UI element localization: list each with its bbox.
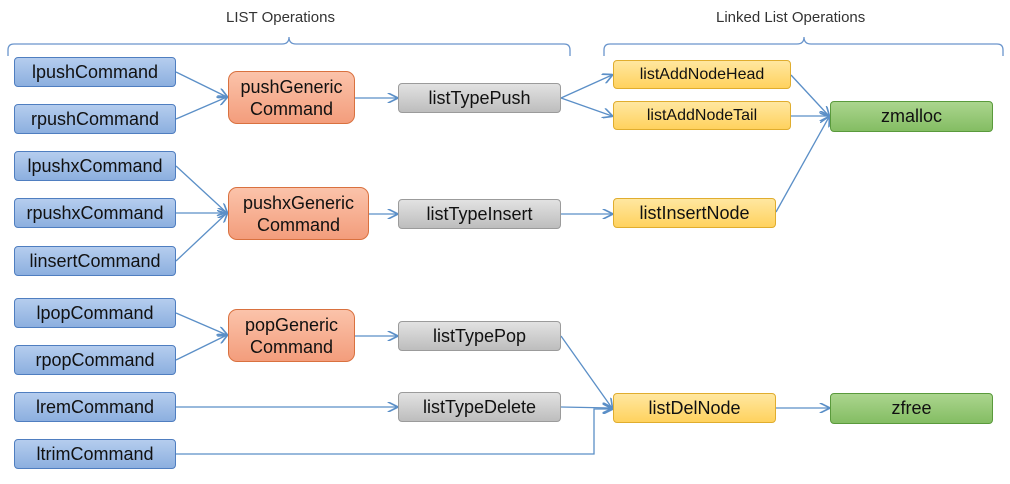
edge-lpushCommand-to-pushGenericCommand	[175, 71, 227, 97]
listTypeInsert-node: listTypeInsert	[398, 199, 561, 229]
list-operations-label: LIST Operations	[226, 9, 335, 26]
listInsertNode-node: listInsertNode	[613, 198, 776, 228]
edge-listTypeDelete-to-listDelNode	[560, 407, 612, 408]
listTypePop-node: listTypePop	[398, 321, 561, 351]
linsertCommand-node: linsertCommand	[14, 246, 176, 276]
edge-linsertCommand-to-pushxGenericCommand	[175, 213, 227, 262]
edge-layer	[175, 71, 829, 455]
edge-rpopCommand-to-popGenericCommand	[175, 335, 227, 361]
edge-listAddNodeHead-to-zmalloc	[790, 74, 829, 116]
listAddNodeTail-node: listAddNodeTail	[613, 101, 791, 130]
rpushxCommand-node: rpushxCommand	[14, 198, 176, 228]
rpopCommand-node: rpopCommand	[14, 345, 176, 375]
ltrimCommand-node: ltrimCommand	[14, 439, 176, 469]
listDelNode-node: listDelNode	[613, 393, 776, 423]
edge-lpopCommand-to-popGenericCommand	[175, 312, 227, 335]
edge-listTypePop-to-listDelNode	[560, 335, 612, 408]
lpushCommand-node: lpushCommand	[14, 57, 176, 87]
lpopCommand-node: lpopCommand	[14, 298, 176, 328]
edge-listInsertNode-to-zmalloc	[775, 117, 829, 213]
rpushCommand-node: rpushCommand	[14, 104, 176, 134]
listTypeDelete-node: listTypeDelete	[398, 392, 561, 422]
edge-lpushxCommand-to-pushxGenericCommand	[175, 165, 227, 213]
zmalloc-node: zmalloc	[830, 101, 993, 132]
popGenericCommand-node: popGeneric Command	[228, 309, 355, 362]
edge-listTypePush-to-listAddNodeHead	[560, 75, 612, 99]
listTypePush-node: listTypePush	[398, 83, 561, 113]
list-operations-brace	[7, 36, 571, 56]
edge-rpushCommand-to-pushGenericCommand	[175, 97, 227, 120]
linked-list-operations-brace	[603, 36, 1004, 56]
listAddNodeHead-node: listAddNodeHead	[613, 60, 791, 89]
edge-listTypePush-to-listAddNodeTail	[560, 97, 612, 116]
pushGenericCommand-node: pushGeneric Command	[228, 71, 355, 124]
zfree-node: zfree	[830, 393, 993, 424]
edge-ltrimCommand-to-listDelNode	[176, 409, 612, 455]
pushxGenericCommand-node: pushxGeneric Command	[228, 187, 369, 240]
linked-list-operations-label: Linked List Operations	[716, 9, 866, 26]
lpushxCommand-node: lpushxCommand	[14, 151, 176, 181]
lremCommand-node: lremCommand	[14, 392, 176, 422]
